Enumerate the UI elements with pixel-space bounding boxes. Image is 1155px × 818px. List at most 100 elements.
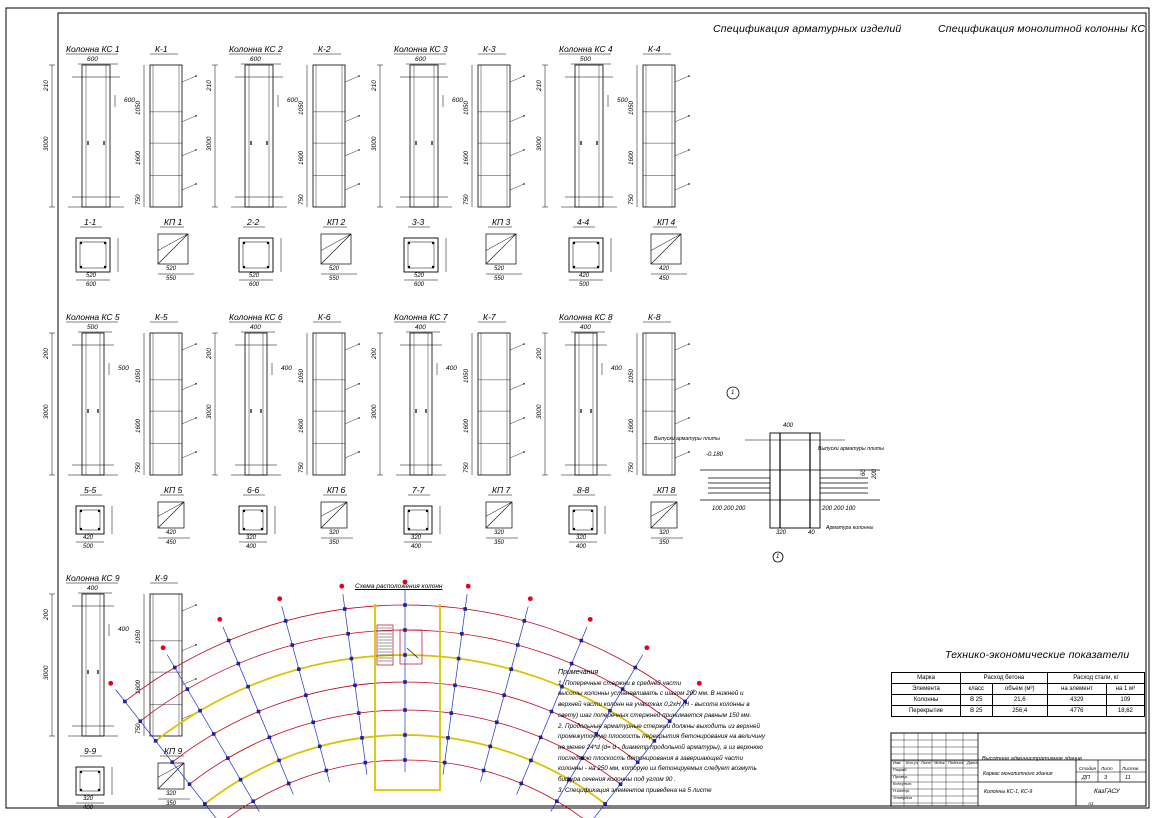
plan-column-mark [403,603,407,607]
drawing-line [344,417,360,425]
node-dim-bottom-2: 40 [808,530,815,536]
stamp-role: Консульт. [893,781,913,786]
plan-axis-bubble [644,645,650,651]
column-top-dim: 200 [43,348,50,359]
node-dim-v2: 200 [872,468,878,479]
plan-column-mark [608,708,612,713]
tep-row: Колонны В 25 21,6 4329 109 [891,694,1146,706]
section-title: 9-9 [84,746,97,756]
column-width-dim: 400 [250,324,261,331]
node-label-column: Арматура колонны [826,525,874,531]
drawing-line [485,233,517,251]
plan-column-mark [633,665,638,670]
rebar-dot [260,509,264,513]
column-elevation [244,332,268,476]
node-column-top [769,432,821,529]
plan-column-mark [579,638,584,643]
section-dim-outer: 400 [246,544,257,550]
plan-column-mark [522,619,527,623]
drawing-line [344,75,360,83]
rebar-dot [431,241,435,245]
notes: Примечания 1. Поперечные стержни в средн… [558,668,888,796]
drawing-line [344,451,360,459]
node-label-left: Выпуски арматуры плиты [654,436,720,442]
column-height-dim: 3000 [371,404,378,419]
column-inner-dim: 500 [118,365,129,372]
drawing-line [344,383,360,390]
section-stirrup [79,770,101,792]
plan-column-mark [509,667,513,671]
section-dim-inner: 320 [576,535,587,541]
section-frame-title: КП 7 [492,485,511,495]
column-title: Колонна КС 9 [66,573,120,583]
column-height-dim: 3000 [43,665,50,680]
leader-dot [523,383,525,385]
node-dims-left: 100 200 200 [712,506,746,512]
frame-elevation [149,64,183,208]
leader-dot [358,149,360,151]
plan-elevator [399,629,423,665]
leader-dot [688,115,690,117]
leader-dot [523,343,525,345]
plan-column-mark [618,782,623,786]
column-node-detail [700,386,880,563]
drawing-line [181,149,197,157]
drawing-line [157,501,185,517]
rebar-dot [242,527,246,531]
plan-column-mark [635,760,640,764]
plan-core [374,604,441,791]
stamp-drawing-name: Колонны КС-1, КС-9 [984,789,1033,795]
column-title: Колонна КС 2 [229,44,283,54]
rebar-dot [242,265,246,269]
rebar-dot [97,788,101,792]
plan-column-mark [569,661,574,666]
tep-row: Перекрытие В 25 256,4 4776 18,62 [891,705,1146,717]
frame-dim-top: 1050 [298,368,305,383]
column-inner-dim: 400 [281,365,292,372]
section-dim-outer: 600 [249,282,260,288]
plan-column-mark [203,802,207,806]
drawing-line [674,417,690,425]
tep-head-cell: Марка [891,672,961,684]
column-height-dim: 3000 [206,404,213,419]
stamp-sheet-number: 3 [1104,775,1108,781]
leader-dot [195,604,197,606]
rebar-dot [407,527,411,531]
note-line: 1. Поперечные стержни в средней части [558,679,682,687]
section-dim-inner: 320 [411,535,422,541]
drawing-line [344,343,360,351]
column-elevation [81,593,105,737]
frame-title: К-6 [318,312,331,322]
section-title: 4-4 [577,217,590,227]
stamp-org: КазГАСУ [1094,788,1120,795]
plan-column-mark [353,683,357,688]
column-inner-dim: 600 [124,97,135,104]
rebar-dot [407,509,411,513]
section-title: 6-6 [247,485,260,495]
plan-column-mark [652,739,657,743]
column-inner-dim: 600 [452,97,463,104]
section-dim-inner: 520 [414,273,425,279]
column-top-dim: 210 [206,80,213,91]
column-height-dim: 3000 [206,136,213,151]
rebar-dot [79,241,83,245]
frame-elevation [149,332,183,476]
drawing-line [181,383,197,390]
rebar-dot [590,509,594,513]
column-title: Колонна КС 5 [66,312,120,322]
tep-cell: Перекрытие [891,705,961,717]
column-elevation [574,332,598,476]
column-height-dim: 3000 [43,404,50,419]
section-frame-dim-outer: 450 [659,276,670,282]
frame-elevation [477,332,511,476]
frame-dim-mid: 1600 [463,418,470,433]
frame-title: К-7 [483,312,496,322]
leader-dot [358,417,360,419]
section-frame-dim-outer: 350 [166,801,177,807]
column-top-dim: 200 [536,348,543,359]
section-frame-dim-outer: 350 [494,540,505,546]
drawing-line [157,233,189,265]
section-title: 2-2 [247,217,260,227]
rebar-dot [572,241,576,245]
